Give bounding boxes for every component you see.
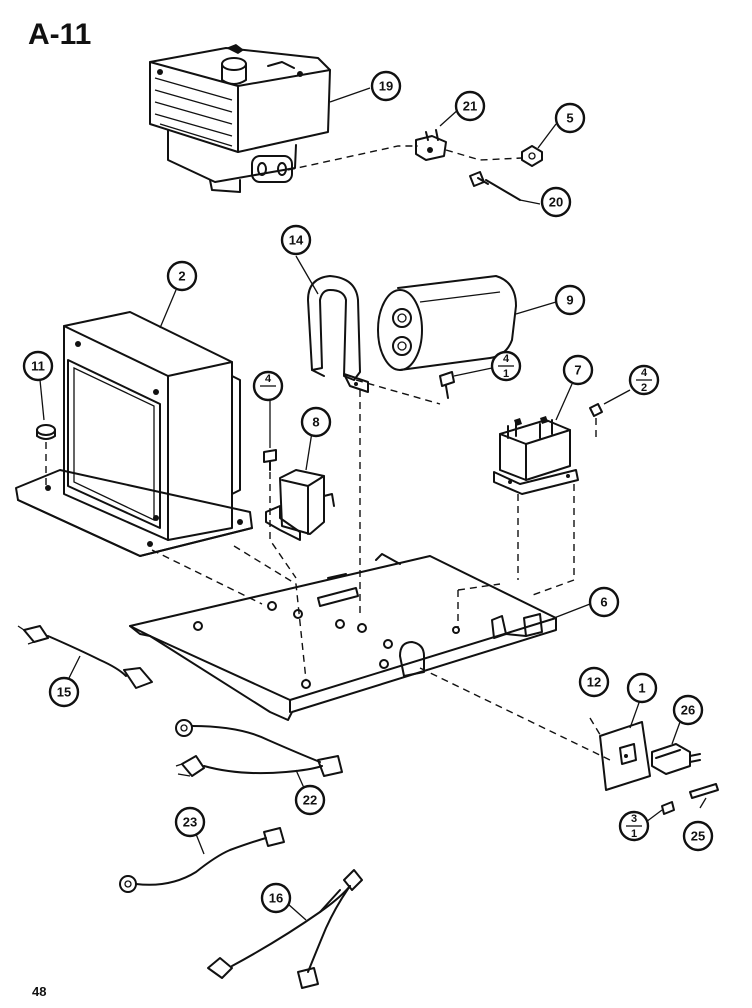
page-label: A-11 — [28, 18, 91, 51]
svg-text:15: 15 — [57, 685, 71, 700]
callout-16: 16 — [260, 882, 292, 914]
svg-text:14: 14 — [289, 233, 304, 248]
callout-4-2: 4 2 — [628, 364, 660, 396]
svg-text:26: 26 — [681, 703, 695, 718]
svg-text:6: 6 — [600, 595, 607, 610]
svg-text:4: 4 — [265, 373, 272, 385]
svg-text:2: 2 — [641, 382, 647, 394]
fuse-bracket-part — [599, 721, 651, 791]
base-plate-part — [129, 553, 557, 721]
callout-23: 23 — [174, 806, 206, 838]
callout-25: 25 — [682, 820, 714, 852]
callout-12: 12 — [578, 666, 610, 698]
magnetron-part — [149, 44, 331, 193]
wire-harness-22-part — [175, 719, 343, 777]
svg-text:4: 4 — [503, 353, 510, 365]
callout-8: 8 — [300, 406, 332, 438]
screw-relay-part — [589, 403, 603, 417]
filter-block-part — [265, 469, 335, 541]
svg-text:1: 1 — [638, 681, 645, 696]
callout-7: 7 — [562, 354, 594, 386]
svg-text:23: 23 — [183, 815, 197, 830]
svg-text:5: 5 — [566, 111, 573, 126]
svg-text:25: 25 — [691, 829, 705, 844]
transformer-part — [15, 311, 253, 557]
callout-14: 14 — [280, 224, 312, 256]
callout-2: 2 — [166, 260, 198, 292]
callout-5: 5 — [554, 102, 586, 134]
screw-capacitor-part — [439, 371, 455, 399]
svg-text:20: 20 — [549, 195, 563, 210]
svg-text:12: 12 — [587, 675, 601, 690]
transformer-nut-part — [36, 424, 56, 440]
lead-wire-15-part — [17, 625, 153, 689]
callout-26: 26 — [672, 694, 704, 726]
thermal-cutout-part — [415, 129, 447, 161]
wire-23-part — [119, 827, 285, 893]
callout-19: 19 — [370, 70, 402, 102]
svg-text:19: 19 — [379, 79, 393, 94]
capacitor-bracket-part — [307, 275, 369, 393]
svg-text:8: 8 — [312, 415, 319, 430]
callout-6: 6 — [588, 586, 620, 618]
callout-1: 1 — [626, 672, 658, 704]
screw-left-part — [263, 449, 277, 471]
relay-part — [493, 416, 579, 495]
callout-3-1: 3 1 — [618, 810, 650, 842]
svg-text:21: 21 — [463, 99, 477, 114]
screw-fuse-part — [661, 801, 675, 815]
svg-text:2: 2 — [178, 269, 185, 284]
callout-15: 15 — [48, 676, 80, 708]
svg-text:9: 9 — [566, 293, 573, 308]
svg-text:1: 1 — [503, 368, 509, 380]
callout-11: 11 — [22, 350, 54, 382]
callout-21: 21 — [454, 90, 486, 122]
callout-9: 9 — [554, 284, 586, 316]
svg-text:1: 1 — [631, 828, 637, 840]
callout-4-1-capacitor: 4 1 — [490, 350, 522, 382]
svg-text:22: 22 — [303, 793, 317, 808]
svg-text:7: 7 — [574, 363, 581, 378]
wire-harness-16-part — [207, 869, 363, 989]
svg-text:11: 11 — [31, 359, 45, 374]
svg-text:3: 3 — [631, 813, 637, 825]
svg-text:4: 4 — [641, 367, 648, 379]
page-number: 48 — [32, 984, 46, 999]
callout-4-left: 4 — [252, 370, 284, 402]
callout-22: 22 — [294, 784, 326, 816]
svg-text:16: 16 — [269, 891, 283, 906]
nut-part — [521, 145, 543, 167]
fuse-holder-part — [651, 743, 701, 775]
callout-20: 20 — [540, 186, 572, 218]
fuse-part — [689, 783, 719, 799]
screw-part — [469, 171, 521, 201]
